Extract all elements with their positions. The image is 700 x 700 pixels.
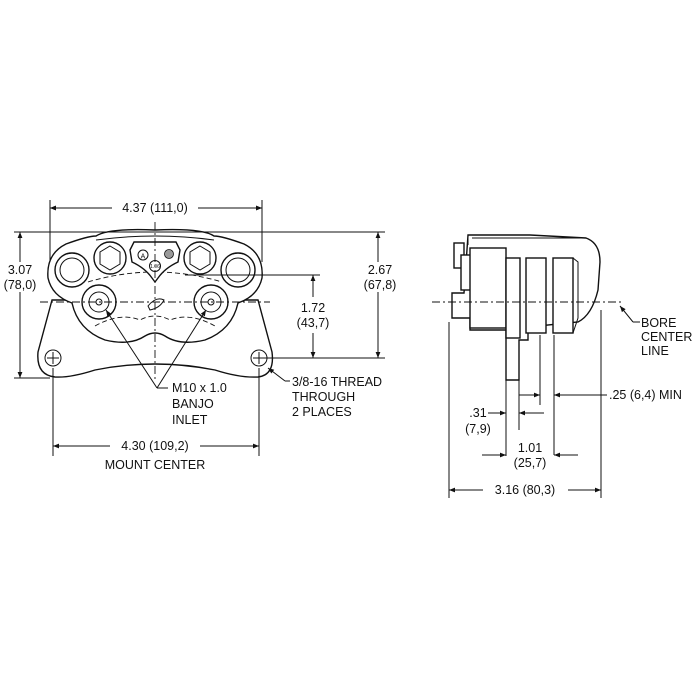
thread-note-2: THROUGH — [292, 390, 355, 404]
height-dim-mm: (78,0) — [4, 278, 37, 292]
wilwood-logo-icon — [147, 298, 165, 311]
inlet-height-dim-in: 1.72 — [301, 301, 325, 315]
inlet-note-1: M10 x 1.0 — [172, 381, 227, 395]
bleeder-screw-icon — [164, 249, 174, 259]
pad-spring — [572, 257, 579, 334]
mount-extension-lines — [52, 368, 260, 456]
thread-note-1: 3/8-16 THREAD — [292, 375, 382, 389]
outer-half — [469, 247, 507, 329]
front-view: A 1.06 4.37 (111,0) — [4, 200, 397, 472]
mount-flange — [505, 257, 521, 339]
side-view: BORE CENTER LINE .25 (6,4) MIN .31 (7,9)… — [432, 234, 692, 498]
inlet-height-dim-mm: (43,7) — [297, 316, 330, 330]
bore-label-3: LINE — [641, 344, 669, 358]
rotor-clearance-dim: .25 (6,4) MIN — [609, 388, 682, 402]
width-dim: 4.37 (111,0) — [122, 201, 188, 215]
bore-height-dim-in: 2.67 — [368, 263, 392, 277]
body-edge — [95, 235, 215, 241]
piston-right — [552, 257, 574, 334]
bore-height-dim-mm: (67,8) — [364, 278, 397, 292]
rotor-width-dim-in: 1.01 — [518, 441, 542, 455]
overall-width-dim: 3.16 (80,3) — [495, 483, 555, 497]
badge-letter: A — [141, 254, 146, 261]
mount-label: MOUNT CENTER — [105, 458, 205, 472]
bore-label-1: BORE — [641, 316, 676, 330]
piston-bolt-bosses — [54, 241, 256, 288]
inlet-note-2: BANJO — [172, 397, 214, 411]
thread-note-3: 2 PLACES — [292, 405, 352, 419]
inlet-note-3: INLET — [172, 413, 208, 427]
bore-extension-lines — [185, 274, 385, 359]
mount-dim: 4.30 (109,2) — [121, 439, 188, 453]
badge-circle — [137, 249, 149, 261]
piston-left — [525, 257, 547, 334]
height-dim-in: 3.07 — [8, 263, 32, 277]
pad-outline-bottom — [94, 315, 216, 327]
side-top-edge — [467, 235, 586, 245]
bore-label-2: CENTER — [641, 330, 692, 344]
front-center-lines — [40, 222, 270, 382]
offset-dim-in: .31 — [469, 406, 486, 420]
offset-dim-mm: (7,9) — [465, 422, 491, 436]
rotor-width-dim-mm: (25,7) — [514, 456, 547, 470]
